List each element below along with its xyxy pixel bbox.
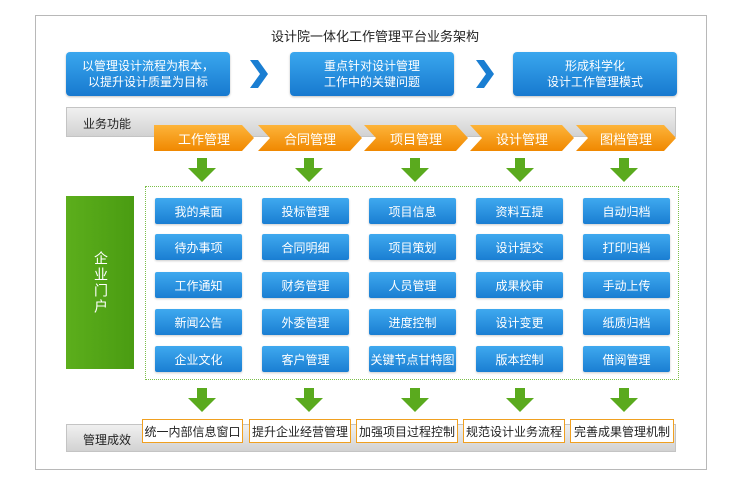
function-grid <box>145 186 679 380</box>
result-box: 统一内部信息窗口 <box>142 419 243 443</box>
function-item: 项目信息 <box>369 198 456 224</box>
arrow-down-icon <box>188 158 216 182</box>
function-item: 新闻公告 <box>155 309 242 335</box>
goal-1-line-2: 以提升设计质量为目标 <box>87 75 208 89</box>
arrow-down-icon <box>188 388 216 412</box>
enterprise-portal-label: 企业门户 <box>92 250 108 315</box>
arrow-down-icon <box>506 158 534 182</box>
diagram-title: 设计院一体化工作管理平台业务架构 <box>270 30 479 45</box>
function-item: 资料互提 <box>476 198 563 224</box>
module-header-archive: 图档管理 <box>576 125 676 151</box>
function-item: 设计变更 <box>476 309 563 335</box>
function-item: 项目策划 <box>369 234 456 260</box>
arrow-down-icon <box>295 388 323 412</box>
function-item: 客户管理 <box>262 346 349 372</box>
function-item: 借阅管理 <box>583 346 670 372</box>
function-item: 自动归档 <box>583 198 670 224</box>
arrow-down-icon <box>401 158 429 182</box>
function-item: 待办事项 <box>155 234 242 260</box>
function-item: 投标管理 <box>262 198 349 224</box>
module-header-project: 项目管理 <box>364 125 468 151</box>
goal-2-line-2: 工作中的关键问题 <box>323 75 420 89</box>
module-header-contract: 合同管理 <box>258 125 362 151</box>
function-item: 企业文化 <box>155 346 242 372</box>
function-item: 合同明细 <box>262 234 349 260</box>
function-item: 手动上传 <box>583 272 670 298</box>
result-box: 提升企业经营管理 <box>249 419 351 443</box>
goal-box-1: 以管理设计流程为根本， 以提升设计质量为目标 <box>66 52 230 96</box>
function-item: 外委管理 <box>262 309 349 335</box>
function-item: 进度控制 <box>369 309 456 335</box>
function-item: 版本控制 <box>476 346 563 372</box>
result-box: 规范设计业务流程 <box>463 419 565 443</box>
module-header-design: 设计管理 <box>470 125 574 151</box>
goal-2-line-1: 重点针对设计管理 <box>323 59 420 73</box>
arrow-down-icon <box>610 388 638 412</box>
arrow-down-icon <box>401 388 429 412</box>
enterprise-portal: 企业门户 <box>66 196 134 369</box>
goal-3-line-1: 形成科学化 <box>564 59 625 73</box>
result-box: 加强项目过程控制 <box>356 419 458 443</box>
management-results-label: 管理成效 <box>83 433 132 447</box>
arrow-down-icon <box>610 158 638 182</box>
function-item: 纸质归档 <box>583 309 670 335</box>
arrow-down-icon <box>295 158 323 182</box>
function-item: 成果校审 <box>476 272 563 298</box>
function-item: 设计提交 <box>476 234 563 260</box>
function-item: 工作通知 <box>155 272 242 298</box>
function-item: 人员管理 <box>369 272 456 298</box>
result-box: 完善成果管理机制 <box>570 419 674 443</box>
goal-1-line-1: 以管理设计流程为根本， <box>81 59 214 73</box>
business-function-label: 业务功能 <box>83 117 132 131</box>
goal-box-2: 重点针对设计管理工作中的关键问题 <box>290 52 454 96</box>
function-item: 财务管理 <box>262 272 349 298</box>
module-header-work: 工作管理 <box>154 125 254 151</box>
function-item: 关键节点甘特图 <box>369 346 456 372</box>
chevron-right-icon <box>250 60 268 88</box>
arrow-down-icon <box>506 388 534 412</box>
function-item: 打印归档 <box>583 234 670 260</box>
chevron-right-icon <box>476 60 494 88</box>
goal-3-line-2: 设计工作管理模式 <box>546 75 643 89</box>
function-item: 我的桌面 <box>155 198 242 224</box>
goal-box-3: 形成科学化设计工作管理模式 <box>513 52 677 96</box>
